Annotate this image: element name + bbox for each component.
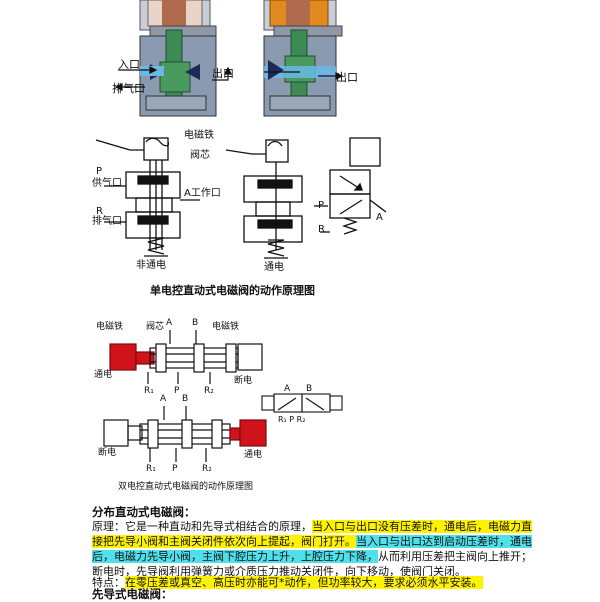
section-heading-pilot: 先导式电磁阀： [92,587,173,601]
single-diagram-left [95,137,200,257]
photo-valve-left [139,0,217,117]
symbol-label-r: R [318,224,325,235]
photo-valve-right [263,0,343,117]
paragraph-line-1: 原理：它是一种直动和先导式相结合的原理，当入口与出口没有压差时，通电后，电磁力直 [92,519,532,534]
double-valve-symbol [261,393,343,413]
dbl-top-b: B [192,318,199,328]
label-exhaust-port: 排气口 [92,216,122,227]
p3-highlight-cyan: 后，电磁力先导小阀，主阀下腔压力上升，上腔压力下降， [92,550,378,563]
paragraph-line-4: 断电时，先导阀利用弹簧力或介质压力推动关闭件，向下移动，使阀门关闭。 [92,565,466,578]
dbl-bot-energized: 通电 [244,450,263,460]
label-a-work-port: A工作口 [184,188,221,199]
p5-plain: 特点： [92,576,125,589]
label-energized: 通电 [264,262,284,273]
dbl-bot-a: A [160,394,167,404]
label-p: P [96,166,103,177]
section-heading-stepped: 分布直动式电磁阀： [92,505,196,519]
label-valve-core: 阀芯 [190,150,210,161]
photo-label-inlet: 入口 [118,58,140,71]
label-solenoid: 电磁铁 [184,130,214,141]
dbl-bot-deenergized: 断电 [98,448,117,458]
single-valve-symbol [314,137,387,235]
paragraph-line-3: 后，电磁力先导小阀，主阀下腔压力上升，上腔压力下降，从而利用压差把主阀向上推开； [92,549,532,564]
dbl-top-deenergized: 断电 [234,376,253,386]
label-supply-port: 供气口 [92,178,122,189]
dbl-bot-p: P [172,464,178,474]
caption-single: 单电控直动式电磁阀的动作原理图 [150,284,315,297]
p2-highlight-cyan: 当入口与出口达到启动压差时，通电 [356,535,532,548]
dbl-symbol-b: B [306,384,313,394]
photo-label-outlet-right: 出口 [336,71,358,84]
dbl-top-energized: 通电 [94,370,113,380]
photo-label-outlet: 出口 [212,67,234,80]
paragraph-line-2: 接把先导小阀和主阀关闭件依次向上提起，阀门打开。当入口与出口达到启动压差时，通电 [92,534,532,549]
p1-highlight: 当入口与出口没有压差时，通电后，电磁力直 [312,520,532,533]
double-diagram-bottom [103,406,267,462]
label-deenergized: 非通电 [136,260,166,271]
p3-plain: 从而利用压差把主阀向上推开； [378,550,532,563]
dbl-top-a: A [166,318,173,328]
dbl-symbol-a: A [284,384,291,394]
dbl-symbol-ports: R₁ P R₂ [278,415,306,424]
p2-highlight: 接把先导小阀和主阀关闭件依次向上提起，阀门打开。 [92,535,356,548]
photo-arrows-right [264,71,344,80]
p5-highlight: 在零压差或真空、高压时亦能可*动作，但功率较大，要求必须水平安装。 [125,576,483,589]
dbl-bot-r2: R₂ [202,464,212,474]
symbol-label-a: A [376,212,383,223]
caption-double: 双电控直动式电磁阀的动作原理图 [118,482,254,492]
dbl-top-solenoid-right: 电磁铁 [212,322,240,332]
photo-arrows-left [114,66,232,91]
paragraph-line-5: 特点：在零压差或真空、高压时亦能可*动作，但功率较大，要求必须水平安装。 [92,575,483,590]
dbl-top-valve-core: 阀芯 [146,322,165,332]
p1-plain: 原理：它是一种直动和先导式相结合的原理， [92,520,312,533]
double-diagram-top [109,330,263,384]
dbl-top-solenoid-left: 电磁铁 [96,322,124,332]
symbol-label-p: P [318,200,325,211]
photo-label-exhaust: 排气口 [112,82,145,95]
dbl-bot-b: B [182,394,189,404]
dbl-bot-r1: R₁ [146,464,156,474]
single-diagram-middle [225,139,303,259]
dbl-top-r1: R₁ [144,386,154,396]
dbl-top-p: P [174,386,180,396]
label-r: R [96,206,103,217]
dbl-top-r2: R₂ [204,386,214,396]
